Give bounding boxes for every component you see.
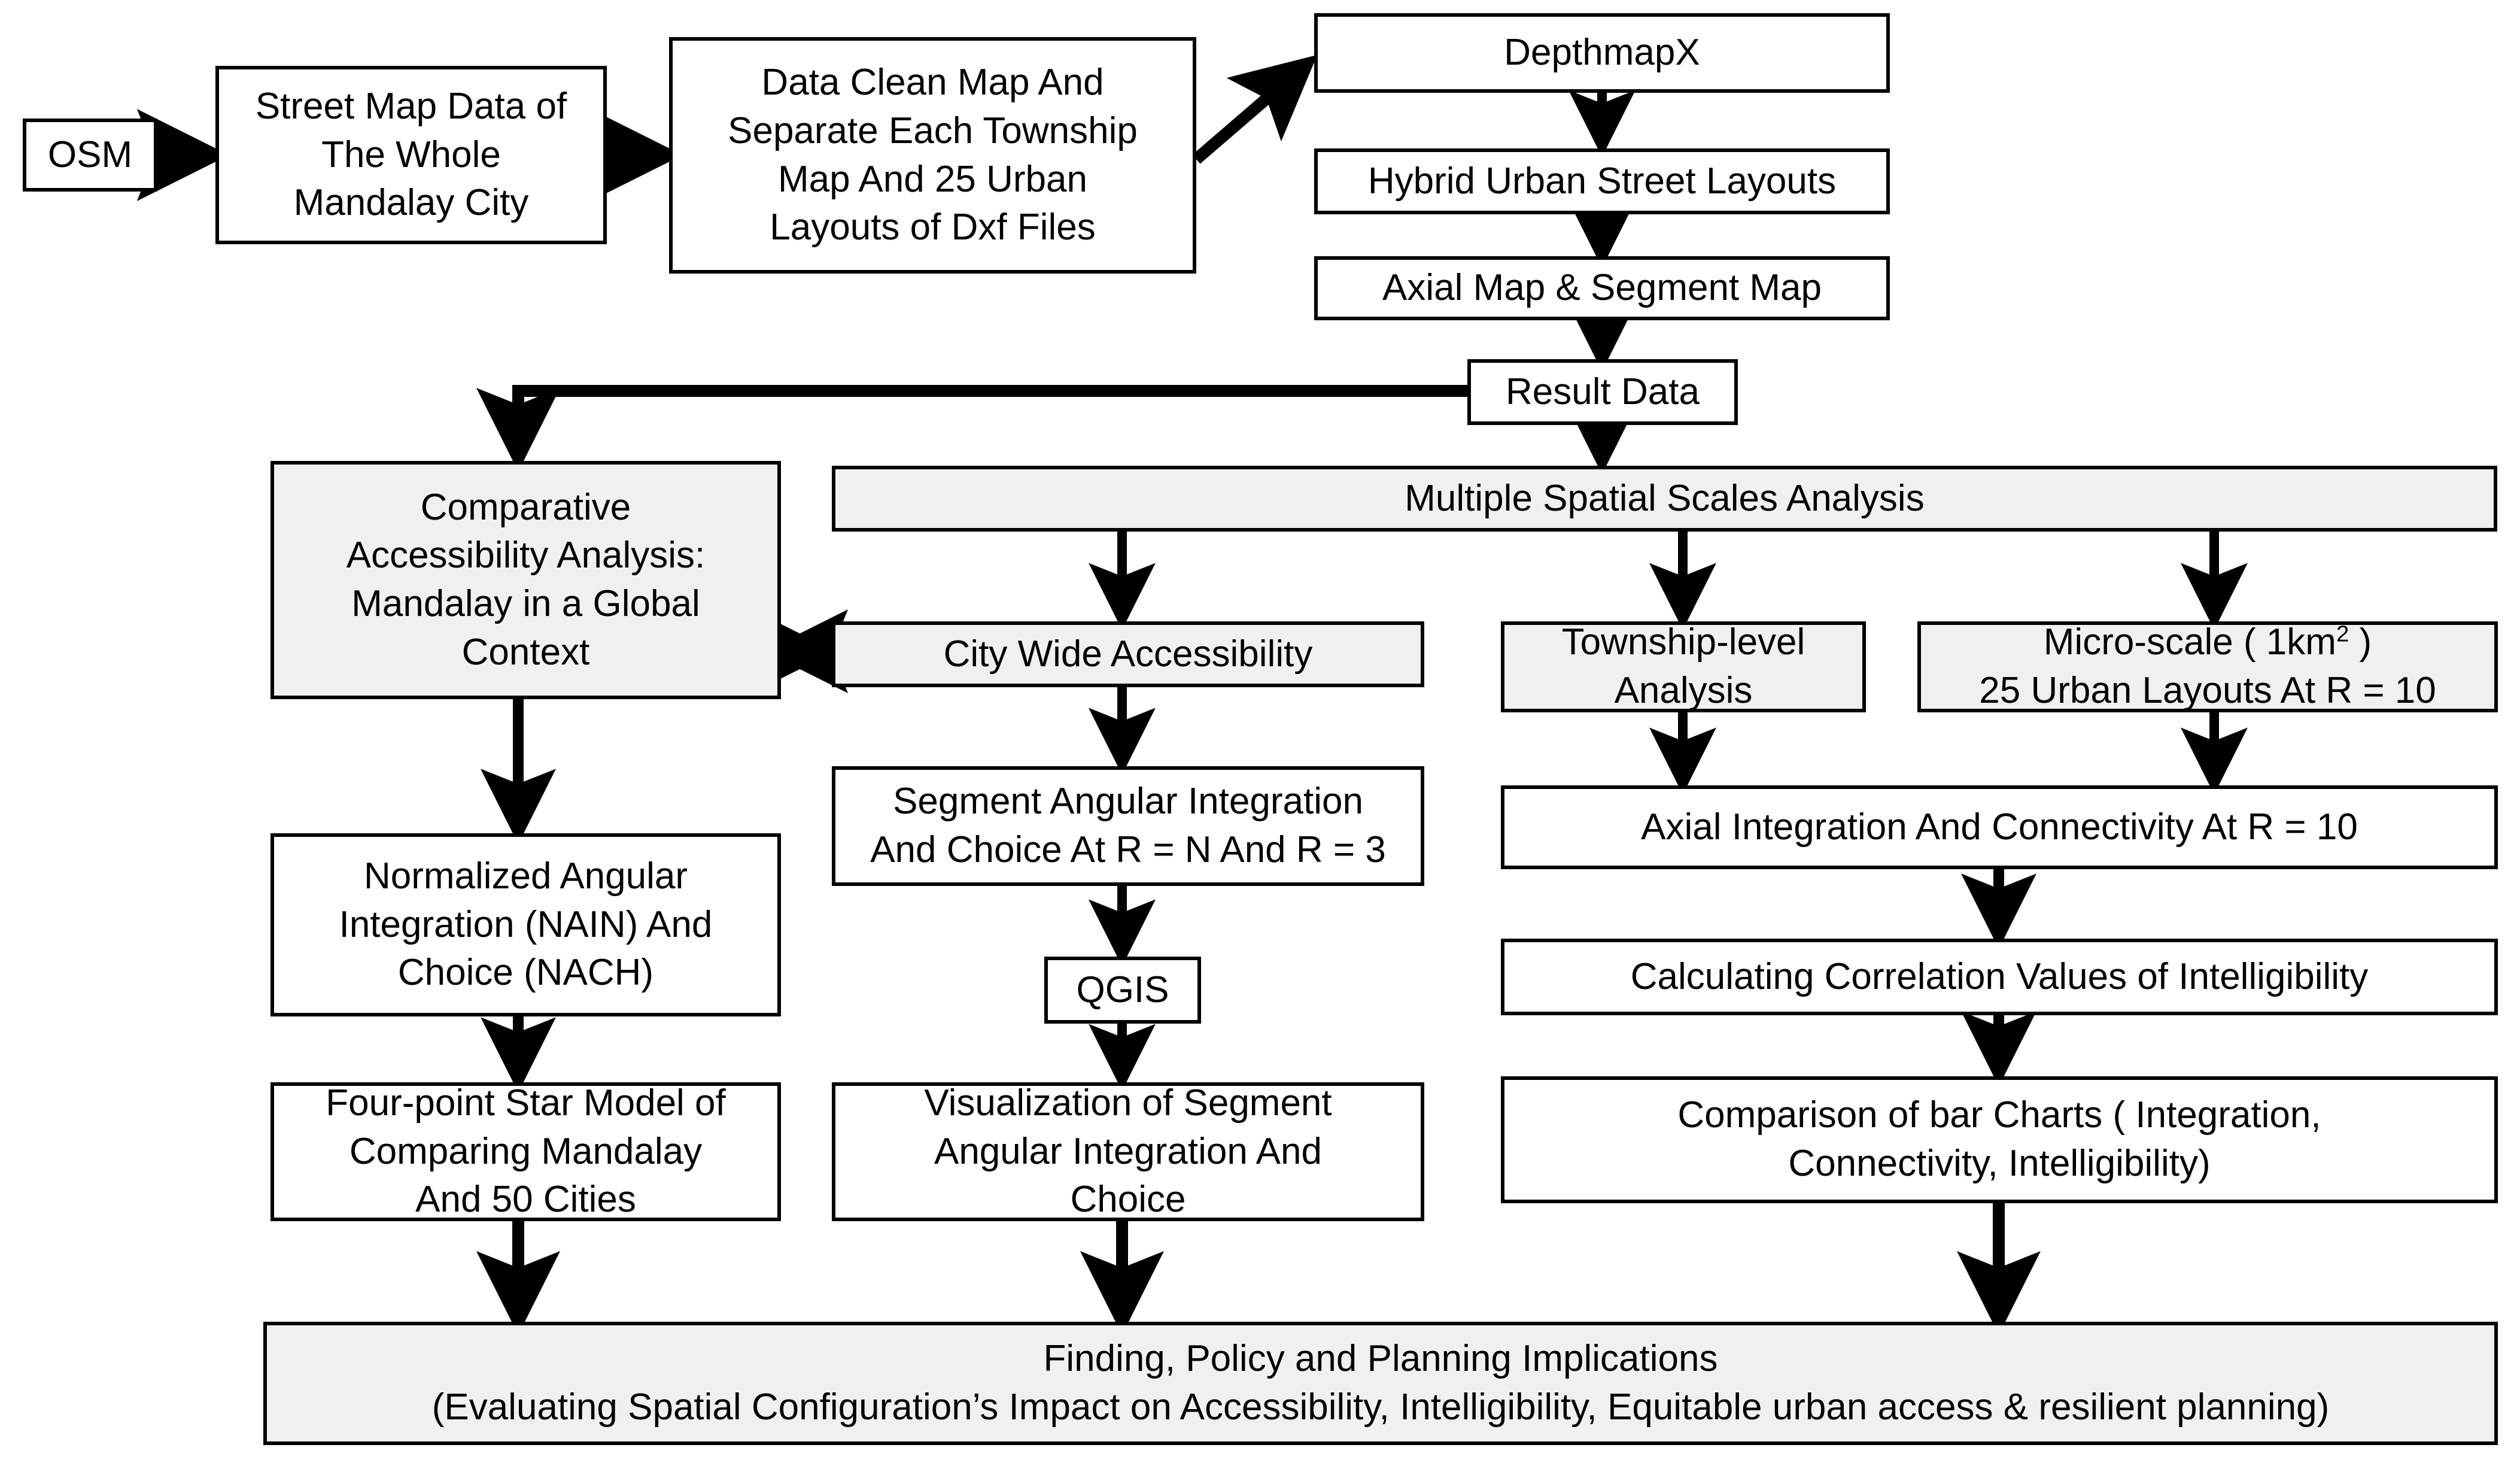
node-data-clean[interactable]: Data Clean Map And Separate Each Townshi… [669, 37, 1196, 274]
node-nain-nach[interactable]: Normalized Angular Integration (NAIN) An… [270, 833, 781, 1016]
edge-data-clean-to-depthmapx [1192, 54, 1318, 164]
node-qgis-label: QGIS [1076, 969, 1169, 1010]
node-township-level-analysis[interactable]: Township-level Analysis [1501, 621, 1866, 712]
node-finding-policy-implications-label: Finding, Policy and Planning Implication… [431, 1338, 2330, 1428]
edge-result-data-to-comparative [476, 385, 1467, 472]
node-multiple-spatial-scales-label: Multiple Spatial Scales Analysis [1405, 477, 1925, 519]
node-city-wide-accessibility-label: City Wide Accessibility [943, 633, 1313, 675]
node-multiple-spatial-scales[interactable]: Multiple Spatial Scales Analysis [832, 466, 2497, 532]
node-qgis[interactable]: QGIS [1044, 957, 1201, 1024]
node-result-data-label: Result Data [1506, 371, 1700, 412]
node-result-data[interactable]: Result Data [1467, 359, 1738, 425]
node-micro-scale[interactable]: Micro-scale ( 1km2 ) 25 Urban Layouts At … [1917, 621, 2498, 712]
node-calculating-correlation[interactable]: Calculating Correlation Values of Intell… [1501, 939, 2498, 1015]
node-comparative-accessibility-label: Comparative Accessibility Analysis: Mand… [346, 486, 706, 673]
node-micro-scale-line1-end: ) [2349, 621, 2372, 663]
node-depthmapx-label: DepthmapX [1504, 32, 1700, 74]
node-segment-angular-integration-label: Segment Angular Integration And Choice A… [870, 781, 1386, 870]
node-micro-scale-label: Micro-scale ( 1km2 ) 25 Urban Layouts At … [1929, 618, 2486, 715]
node-micro-scale-line2: 25 Urban Layouts At R = 10 [1979, 670, 2436, 711]
node-comparative-accessibility[interactable]: Comparative Accessibility Analysis: Mand… [270, 461, 781, 699]
node-street-map-data[interactable]: Street Map Data of The Whole Mandalay Ci… [215, 66, 607, 244]
node-four-point-star-model-label: Four-point Star Model of Comparing Manda… [326, 1082, 726, 1221]
node-township-level-analysis-label: Township-level Analysis [1561, 621, 1805, 711]
node-axial-integration-connectivity[interactable]: Axial Integration And Connectivity At R … [1501, 785, 2498, 869]
node-data-clean-label: Data Clean Map And Separate Each Townshi… [728, 62, 1138, 248]
node-micro-scale-line1: Micro-scale ( 1km [2043, 621, 2336, 663]
node-city-wide-accessibility[interactable]: City Wide Accessibility [832, 621, 1424, 687]
node-depthmapx[interactable]: DepthmapX [1314, 13, 1890, 93]
node-axial-integration-connectivity-label: Axial Integration And Connectivity At R … [1641, 806, 2358, 848]
node-four-point-star-model[interactable]: Four-point Star Model of Comparing Manda… [270, 1082, 781, 1221]
node-comparison-bar-charts[interactable]: Comparison of bar Charts ( Integration, … [1501, 1076, 2498, 1203]
node-hybrid-urban-street-layouts-label: Hybrid Urban Street Layouts [1367, 160, 1837, 202]
node-nain-nach-label: Normalized Angular Integration (NAIN) An… [339, 855, 713, 994]
node-calculating-correlation-label: Calculating Correlation Values of Intell… [1630, 955, 2369, 997]
node-comparison-bar-charts-label: Comparison of bar Charts ( Integration, … [1677, 1094, 2321, 1184]
node-segment-angular-integration[interactable]: Segment Angular Integration And Choice A… [832, 766, 1424, 886]
node-osm-label: OSM [47, 133, 133, 175]
node-micro-scale-superscript: 2 [2336, 621, 2349, 647]
node-finding-policy-implications[interactable]: Finding, Policy and Planning Implication… [263, 1322, 2498, 1445]
node-osm[interactable]: OSM [23, 119, 157, 192]
node-visualization-segment-label: Visualization of Segment Angular Integra… [924, 1082, 1332, 1221]
node-hybrid-urban-street-layouts[interactable]: Hybrid Urban Street Layouts [1314, 148, 1890, 214]
node-axial-segment-map-label: Axial Map & Segment Map [1382, 267, 1822, 309]
node-axial-segment-map[interactable]: Axial Map & Segment Map [1314, 256, 1890, 320]
node-street-map-data-label: Street Map Data of The Whole Mandalay Ci… [255, 86, 567, 224]
node-visualization-segment[interactable]: Visualization of Segment Angular Integra… [832, 1082, 1424, 1221]
